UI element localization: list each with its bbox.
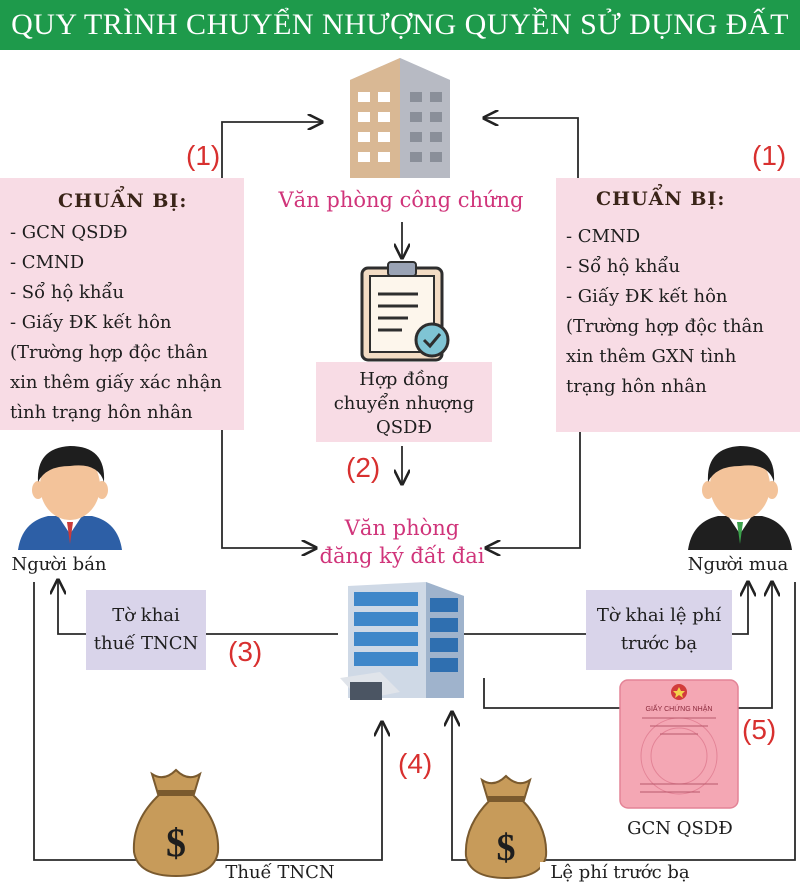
step-3-label: (3) (228, 636, 263, 667)
contract-line: QSDĐ (375, 417, 433, 438)
buyer-prep-item: trạng hôn nhân (566, 376, 707, 397)
fee-label: Lệ phí trước bạ (540, 862, 700, 883)
page-title: QUY TRÌNH CHUYỂN NHƯỢNG QUYỀN SỬ DỤNG ĐẤ… (0, 0, 800, 50)
seller-prep-item: (Trường hợp độc thân (10, 342, 208, 363)
step-5-label: (5) (742, 714, 777, 745)
seller-prep-item: xin thêm giấy xác nhận (10, 372, 222, 393)
fee-form-box: Tờ khai lệ phí trước bạ (586, 590, 732, 670)
contract-line: chuyển nhượng (333, 393, 475, 414)
notary-office-label: Văn phòng công chứng (278, 188, 524, 212)
buyer-prep-item: xin thêm GXN tình (566, 346, 737, 367)
arrow-land-office-to-seller (58, 580, 338, 635)
land-office-line: Văn phòng (344, 516, 460, 540)
tax-form-box: Tờ khai thuế TNCN (86, 590, 206, 670)
arrow-fee-to-land-office (452, 582, 796, 861)
step-1-left-label: (1) (186, 140, 221, 171)
seller-prep-item: - CMND (10, 252, 85, 273)
fee-form-line: Tờ khai lệ phí (596, 605, 722, 626)
tax-label: Thuế TNCN (220, 862, 340, 883)
buyer-prep-title: CHUẨN BỊ: (596, 188, 726, 210)
seller-prep-item: - Giấy ĐK kết hôn (10, 312, 172, 333)
contract-line: Hợp đồng (359, 369, 449, 390)
buyer-prep-item: - Giấy ĐK kết hôn (566, 286, 728, 307)
seller-prep-item: - Sổ hộ khẩu (10, 282, 125, 303)
seller-prep-item: - GCN QSDĐ (10, 222, 128, 243)
certificate-label: GCN QSDĐ (627, 818, 733, 839)
seller-label: Người bán (11, 554, 107, 575)
seller-prep-box: CHUẨN BỊ: - GCN QSDĐ - CMND - Sổ hộ khẩu… (0, 178, 244, 430)
buyer-prep-item: - CMND (566, 226, 641, 247)
svg-text:$: $ (166, 820, 186, 865)
step-4-label: (4) (398, 748, 433, 779)
contract-box: Hợp đồng chuyển nhượng QSDĐ (316, 362, 492, 442)
land-office-label: Văn phòng đăng ký đất đai (300, 514, 504, 570)
arrow-seller-to-notary (221, 122, 322, 178)
buyer-prep-box: CHUẨN BỊ: - CMND - Sổ hộ khẩu - Giấy ĐK … (556, 178, 800, 432)
buyer-label: Người mua (687, 554, 789, 575)
tax-form-line: Tờ khai (112, 605, 180, 626)
svg-text:$: $ (497, 827, 516, 869)
step-2-label: (2) (346, 452, 381, 483)
fee-form-line: trước bạ (620, 633, 698, 654)
seller-prep-item: tình trạng hôn nhân (10, 402, 193, 423)
certificate-heading: GIẤY CHỨNG NHẬN (645, 706, 713, 713)
buyer-prep-item: - Sổ hộ khẩu (566, 256, 681, 277)
land-office-line: đăng ký đất đai (319, 544, 485, 568)
arrow-right-to-land-office (486, 432, 581, 548)
seller-prep-title: CHUẨN BỊ: (58, 190, 188, 212)
step-1-right-label: (1) (752, 140, 787, 171)
arrow-buyer-to-notary (484, 118, 579, 178)
arrow-left-to-land-office (221, 430, 316, 548)
tax-form-line: thuế TNCN (93, 633, 199, 654)
arrow-land-office-to-buyer (462, 582, 748, 635)
buyer-prep-item: (Trường hợp độc thân (566, 316, 764, 337)
